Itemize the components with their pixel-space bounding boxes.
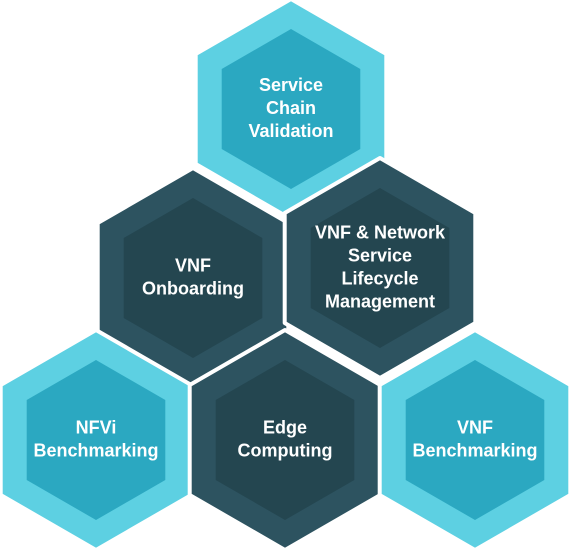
hexagon-label-line: Chain bbox=[266, 98, 316, 118]
hexagon-inner-core bbox=[221, 29, 361, 189]
hexagon-label-line: Management bbox=[325, 291, 435, 311]
hexagon-inner-core bbox=[310, 188, 450, 348]
hexagon-label-line: NFVi bbox=[76, 417, 117, 437]
hexagon-label-line: Onboarding bbox=[142, 278, 244, 298]
hexagon-inner-core bbox=[123, 198, 263, 358]
hexagon-label-line: Validation bbox=[248, 121, 333, 141]
hexagon-label-line: Computing bbox=[238, 440, 333, 460]
hexagon-label-line: VNF bbox=[457, 417, 493, 437]
hexagon-inner-core bbox=[215, 360, 355, 520]
hexagon-label-line: VNF bbox=[175, 255, 211, 275]
hexagon-label-line: Service bbox=[348, 245, 412, 265]
hexagon-inner-core bbox=[26, 360, 166, 520]
hexagon-label-line: Benchmarking bbox=[33, 440, 158, 460]
hexagon-label-line: Service bbox=[259, 75, 323, 95]
hexagon-label-line: Edge bbox=[263, 417, 307, 437]
hexagon-label-line: Benchmarking bbox=[412, 440, 537, 460]
hexagon-vnf-benchmarking: VNF Benchmarking bbox=[377, 328, 570, 548]
hexagon-label-line: Lifecycle bbox=[341, 268, 418, 288]
hexagon-inner-core bbox=[405, 360, 545, 520]
hexagon-label-line: VNF & Network bbox=[315, 222, 446, 242]
